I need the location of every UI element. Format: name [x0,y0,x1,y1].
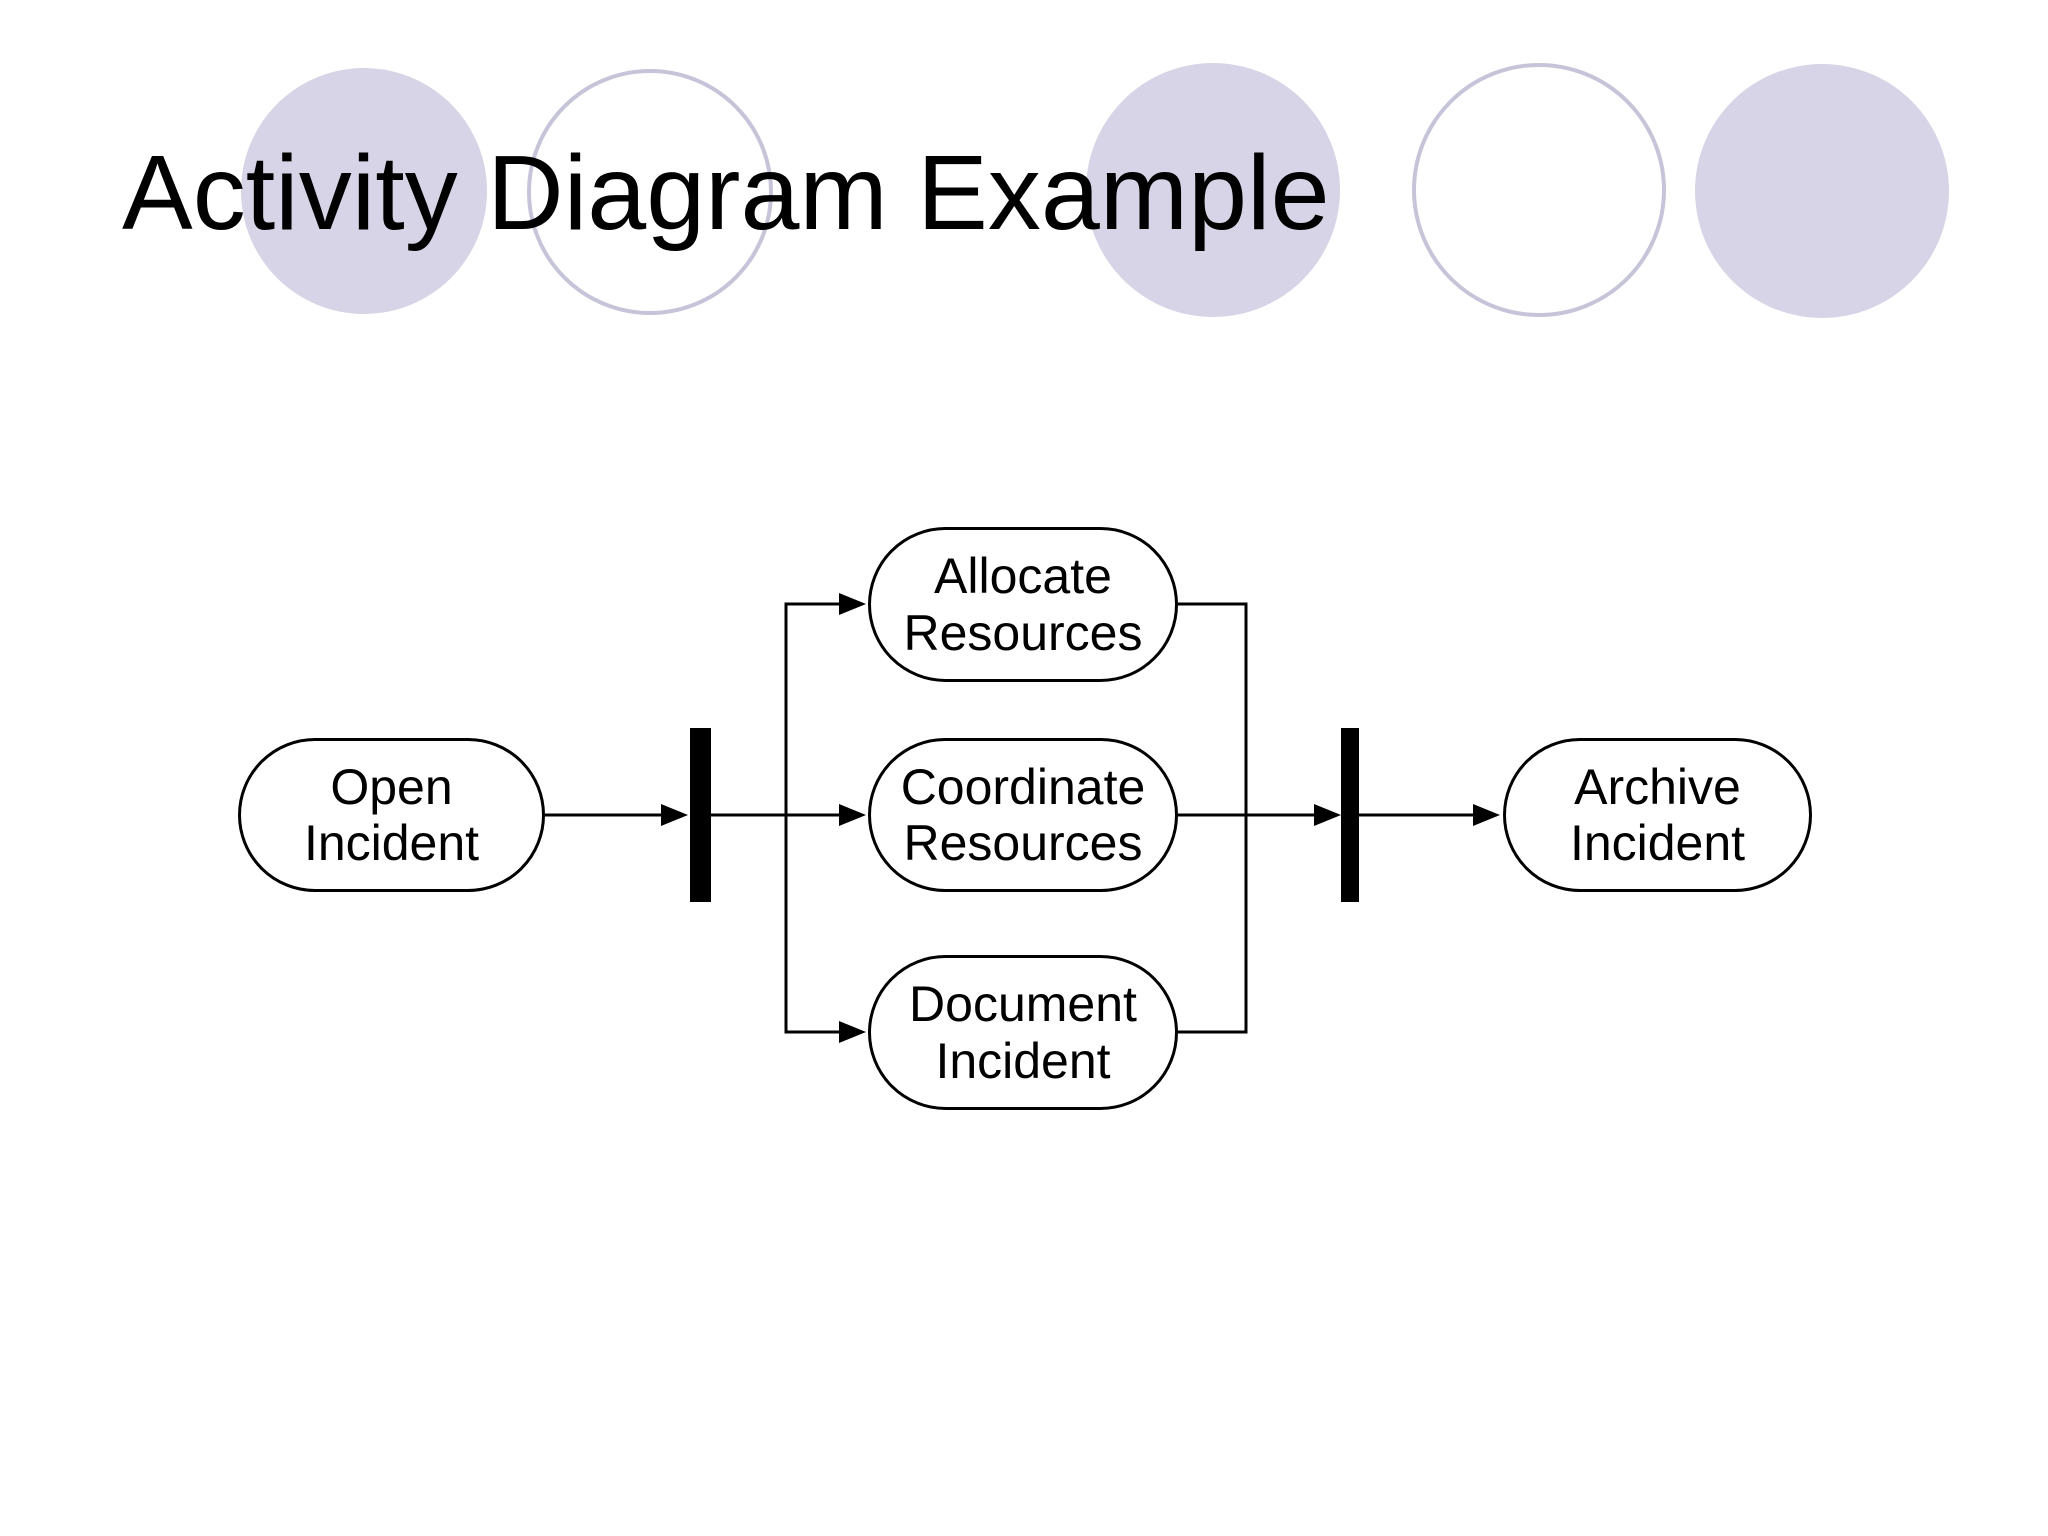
activity-node-document-incident: Document Incident [868,955,1178,1110]
decorative-circle-2 [527,69,773,315]
arrowhead-into-fork [661,804,688,826]
decorative-circle-3 [1086,63,1340,317]
node-label-line: Incident [935,1032,1111,1089]
node-label-line: Incident [1569,815,1746,871]
node-label-line: Resources [903,815,1143,871]
decorative-circle-5 [1695,64,1949,318]
activity-node-coordinate-resources: Coordinate Resources [868,738,1178,892]
node-label-line: Document [909,976,1137,1032]
join-merge-line [1178,602,1248,1034]
join-bar [1341,728,1359,902]
arrowhead-into-join [1314,804,1341,826]
node-label-line: Resources [903,604,1143,661]
arrowhead-into-allocate [839,593,866,615]
node-label-line: Coordinate [900,758,1146,815]
slide-title: Activity Diagram Example [122,134,1330,252]
fork-bar [690,728,711,902]
node-label-line: Archive [1574,758,1741,815]
node-label-line: Incident [303,815,480,871]
decorative-circle-4 [1412,63,1666,317]
activity-node-open-incident: Open Incident [238,738,545,892]
fork-branch-line [784,602,841,1034]
activity-node-archive-incident: Archive Incident [1503,738,1812,892]
arrowhead-into-archive [1473,804,1500,826]
activity-node-allocate-resources: Allocate Resources [868,527,1178,682]
arrowhead-into-document [839,1021,866,1043]
arrowhead-into-coordinate [839,804,866,826]
node-label-line: Open [330,758,453,815]
node-label-line: Allocate [934,548,1112,604]
decorative-circle-1 [241,68,487,314]
